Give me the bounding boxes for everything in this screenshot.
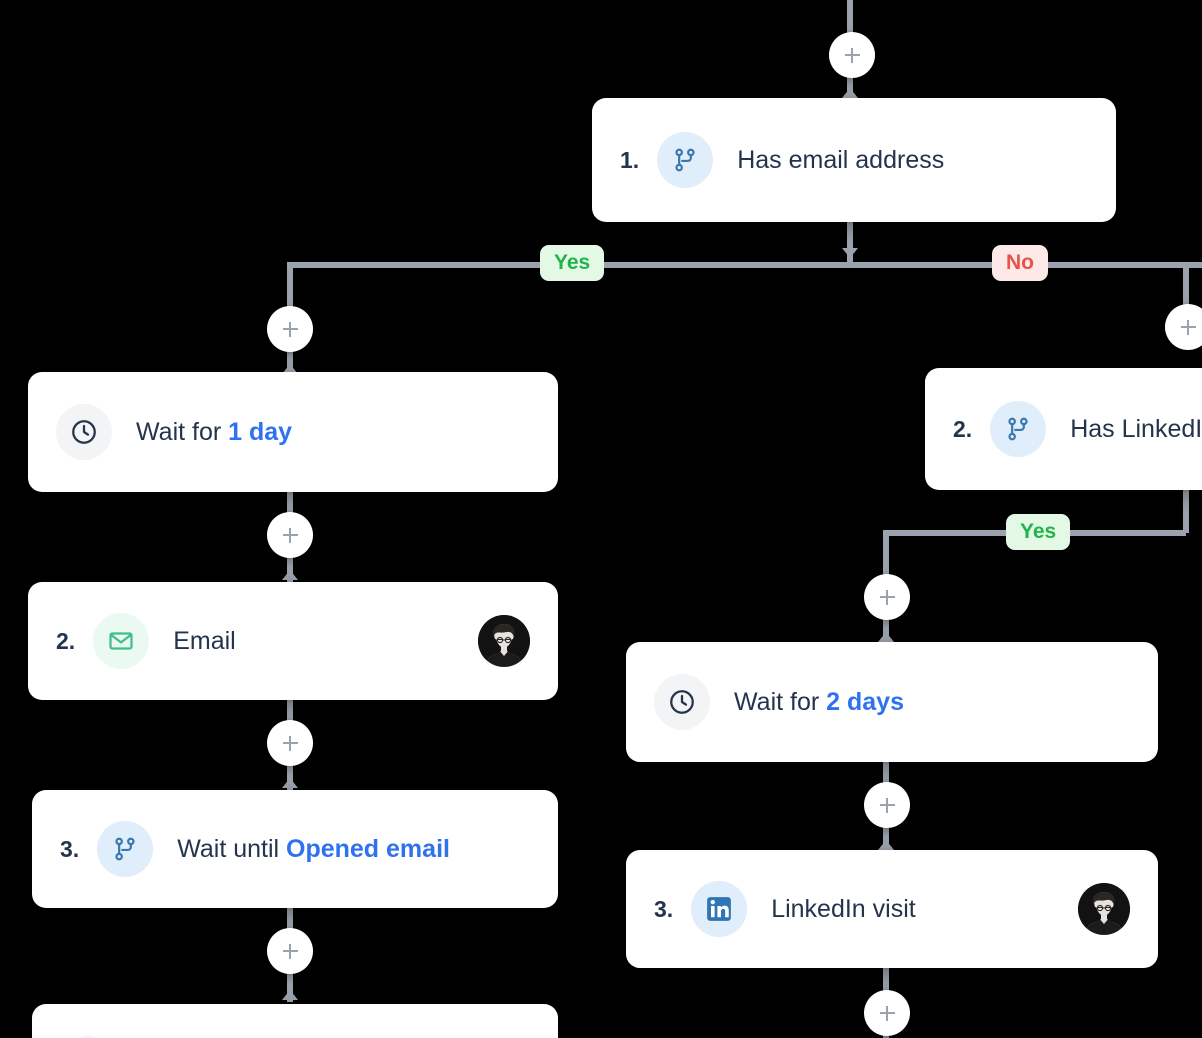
connector-email-to-plus [287,698,293,722]
card-label: Email [173,626,236,655]
connector-arrow-waituntil [282,778,298,788]
connector-bottom-stem [883,1034,889,1038]
connector-arrow-wait2 [878,632,894,642]
card-label: Has email address [737,145,945,174]
clock-icon [56,404,112,460]
step-number: 3. [60,835,80,862]
connector-arrow-split [842,248,858,258]
branch-icon [990,401,1047,457]
connector-arrow-wait1 [282,364,298,374]
card-condition-has-linkedin[interactable]: 2. Has LinkedIn [925,368,1202,490]
step-number: 3. [654,895,674,922]
connector-wait1-to-plus [287,490,293,516]
step-number: 2. [56,627,76,654]
add-step-button-after-email[interactable] [267,720,313,766]
clock-icon [654,674,710,730]
branch-label-yes-linkedin: Yes [1006,514,1071,551]
add-step-button-after-linkedin[interactable] [864,990,910,1036]
card-label: Has LinkedIn [1070,414,1202,443]
connector-waituntil-to-plus [287,906,293,930]
mail-icon [93,613,150,669]
connector-arrow-linkedin [878,840,894,850]
connector-arrow-email [282,570,298,580]
wait-prefix: Wait for [734,687,827,716]
connector-wait2-to-plus [883,760,889,784]
add-step-button-yes-linkedin[interactable] [864,574,910,620]
connector-card2-down [1183,488,1189,533]
connector-yes2-drop [883,530,889,580]
wait-prefix: Wait until [177,834,287,863]
card-wait-one-day[interactable]: Wait for 1 day [28,372,558,492]
step-number: 1. [620,146,640,173]
card-partial-bottom[interactable] [32,1004,558,1038]
wait-prefix: Wait for [136,417,229,446]
avatar [478,615,530,667]
step-number: 2. [953,415,973,442]
wait-duration: 1 day [228,417,293,446]
card-label: LinkedIn visit [771,894,916,923]
card-label: Wait for 1 day [136,418,292,447]
connector-arrow-partial [282,990,298,1000]
card-condition-has-email[interactable]: 1. Has email address [592,98,1116,222]
connector-no-drop [1183,262,1189,312]
connector-linkedin-to-plus [883,966,889,992]
branch-icon [97,821,154,877]
connector-plus-to-partial [287,972,293,1002]
branch-icon [657,132,714,188]
avatar [1078,883,1130,935]
card-wait-two-days[interactable]: Wait for 2 days [626,642,1158,762]
branch-label-no: No [992,245,1048,282]
connector-yes-drop [287,262,293,314]
connector-arrow-card1 [842,88,858,98]
card-wait-until-opened[interactable]: 3. Wait until Opened email [32,790,558,908]
connector-split-bar [290,262,1202,268]
connector-card1-down [847,220,853,265]
card-label: Wait for 2 days [734,688,904,717]
linkedin-icon [691,881,748,937]
add-step-button-after-wait2[interactable] [864,782,910,828]
card-email-action[interactable]: 2. Email [28,582,558,700]
card-linkedin-visit[interactable]: 3. LinkedIn visit [626,850,1158,968]
wait-condition: Opened email [286,834,450,863]
card-label: Wait until Opened email [177,835,450,864]
wait-duration: 2 days [826,687,904,716]
connector-top-stem [847,0,853,34]
add-step-button-after-waituntil[interactable] [267,928,313,974]
add-step-button-yes-branch[interactable] [267,306,313,352]
add-step-button-no-branch[interactable] [1165,304,1202,350]
branch-label-yes: Yes [540,245,605,282]
add-step-button-root[interactable] [829,32,875,78]
add-step-button-after-wait1[interactable] [267,512,313,558]
circle-icon [60,1036,116,1038]
